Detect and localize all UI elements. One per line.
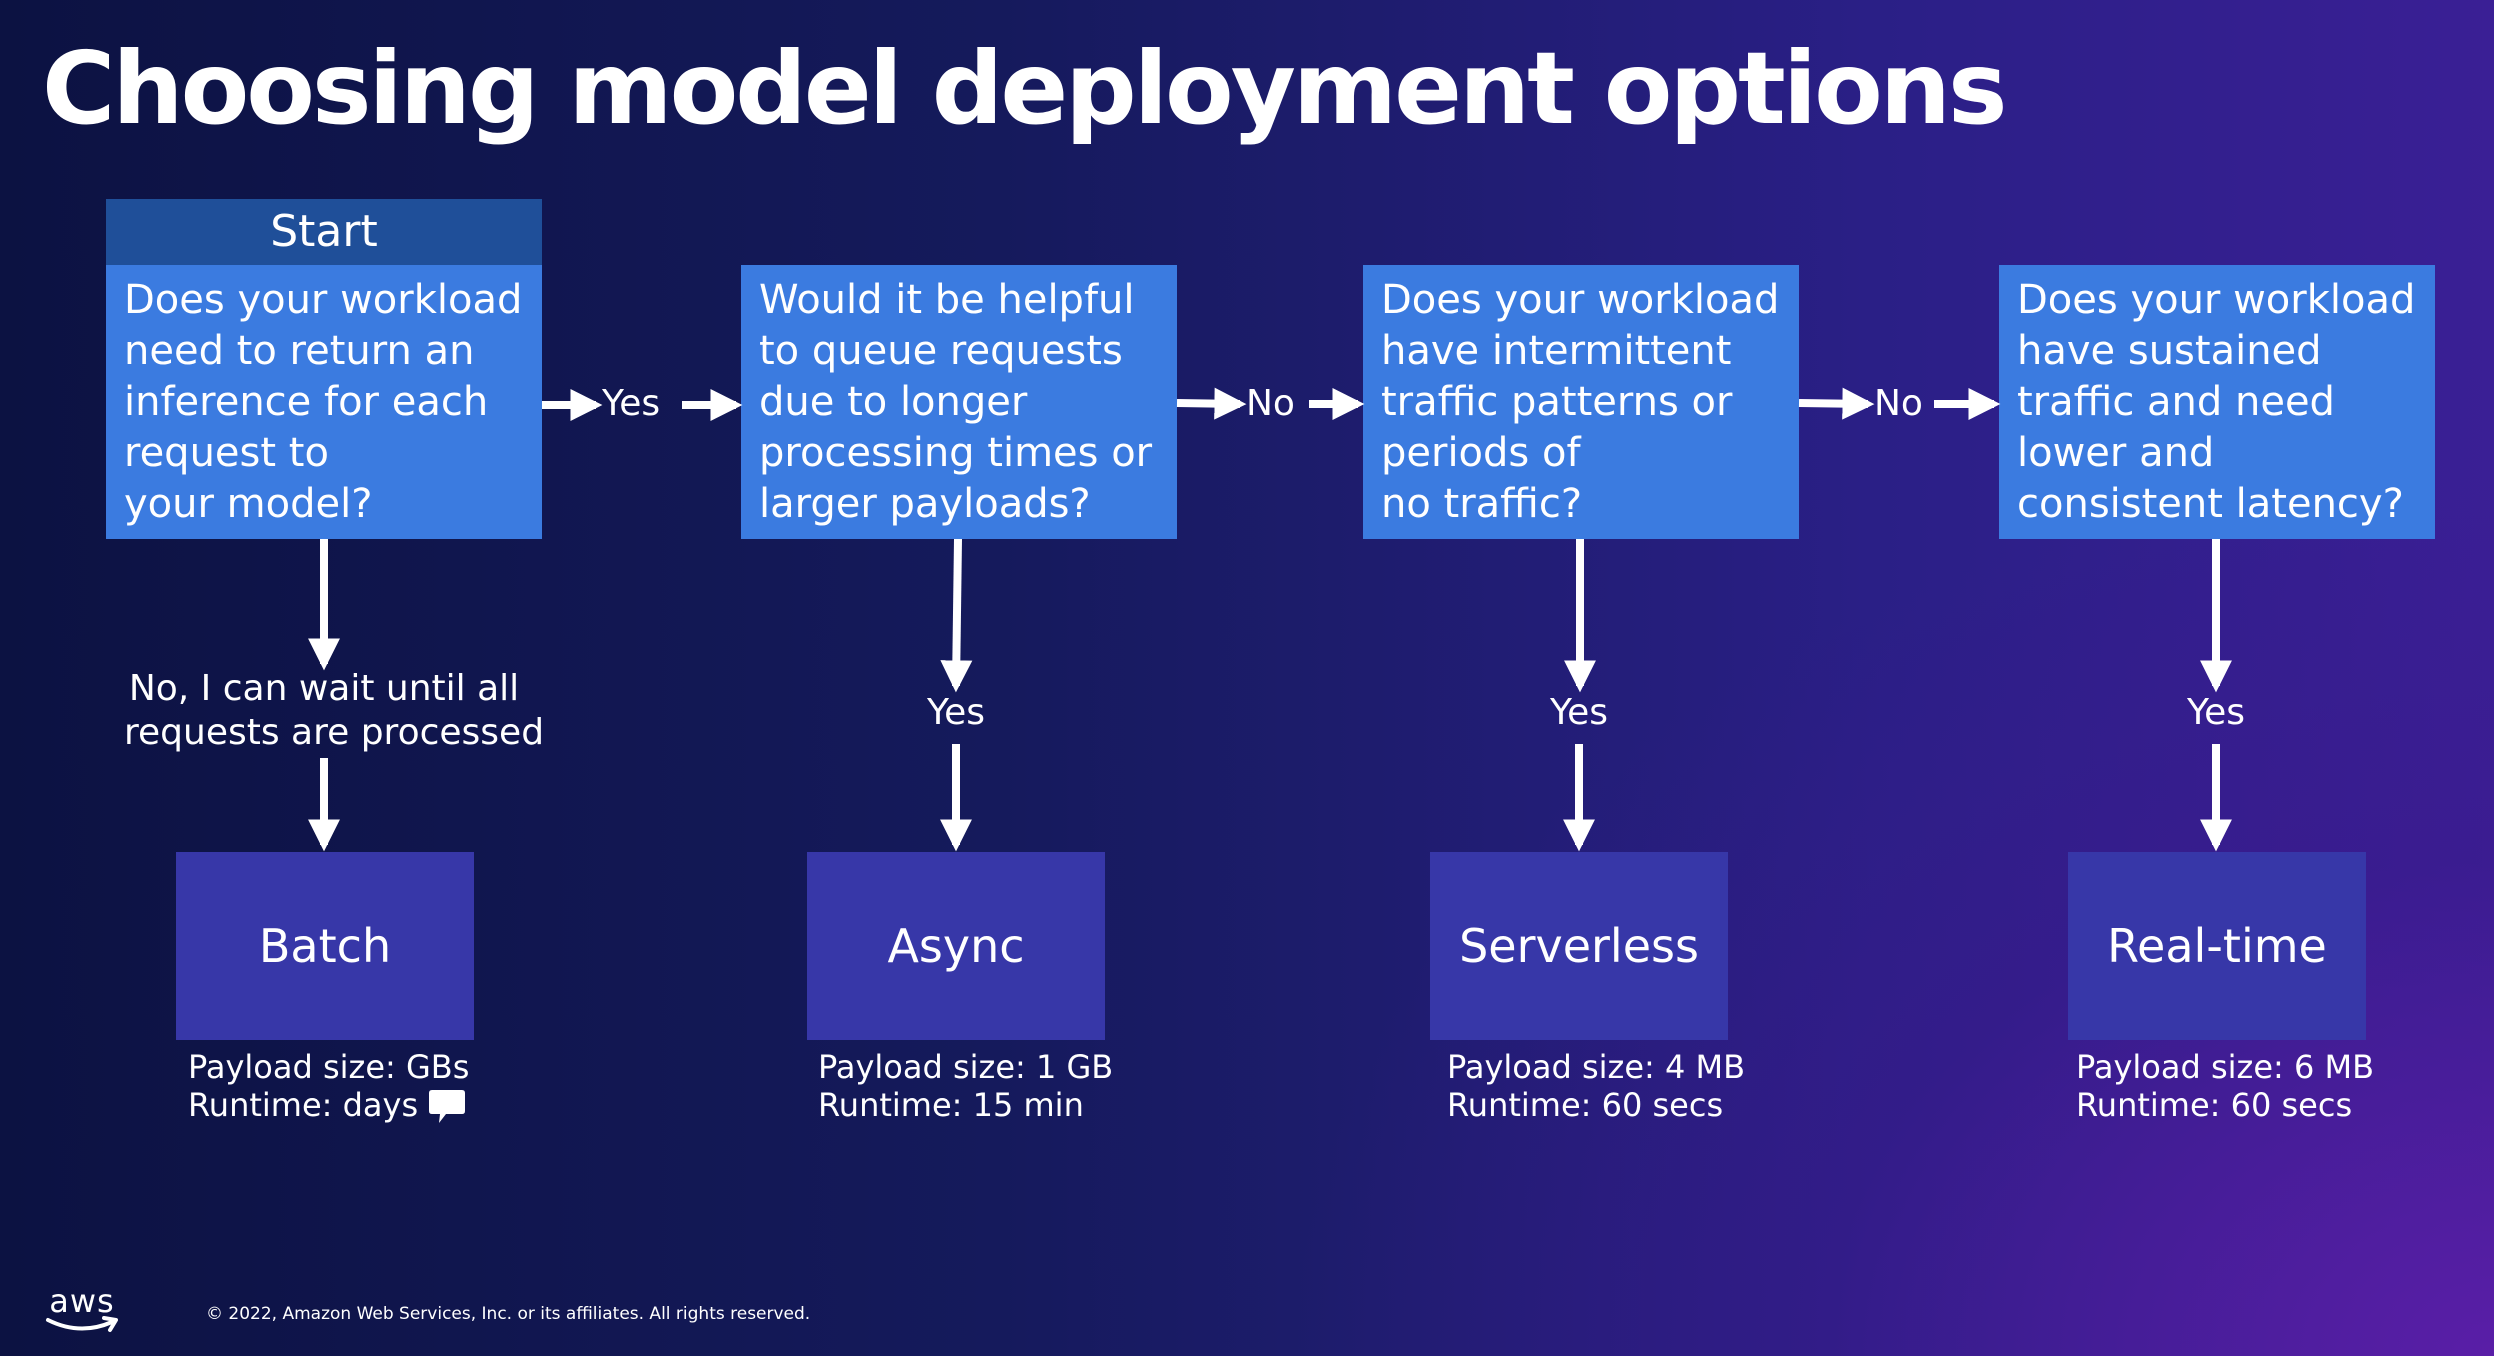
- question-line: your model?: [124, 481, 373, 527]
- question-line: processing times or: [759, 430, 1153, 476]
- runtime: Runtime: 60 secs: [1447, 1086, 1724, 1124]
- copyright-notice: © 2022, Amazon Web Services, Inc. or its…: [206, 1304, 811, 1324]
- question-line: request to: [124, 430, 329, 476]
- question-line: due to longer: [759, 379, 1028, 425]
- label-yes-async: Yes: [926, 692, 986, 733]
- question-box-sustained-traffic: Does your workload have sustained traffi…: [1999, 265, 2435, 539]
- arrow-q2-down: [940, 538, 973, 693]
- label-no-can-wait-line: requests are processed: [124, 712, 545, 753]
- question-line: have sustained: [2017, 328, 2322, 374]
- label-no-queue-requests: No: [1246, 383, 1295, 424]
- label-yes-serverless: Yes: [1549, 692, 1609, 733]
- start-label: Start: [106, 199, 542, 265]
- question-line: larger payloads?: [759, 481, 1091, 527]
- question-line: no traffic?: [1381, 481, 1583, 527]
- payload-size: Payload size: GBs: [188, 1048, 470, 1086]
- runtime: Runtime: 60 secs: [2076, 1086, 2353, 1124]
- option-info-real-time: Payload size: 6 MB Runtime: 60 secs: [2076, 1048, 2374, 1124]
- runtime-row: Runtime: days: [188, 1086, 469, 1127]
- question-line: have intermittent: [1381, 328, 1732, 374]
- label-no-can-wait: No, I can wait until all requests are pr…: [124, 667, 545, 755]
- option-box-async: Async: [807, 852, 1105, 1040]
- question-line: traffic patterns or: [1381, 379, 1733, 425]
- arrow-q2-to-no: [1176, 387, 1247, 420]
- question-line: periods of: [1381, 430, 1581, 476]
- arrow-q3-to-no: [1798, 387, 1875, 420]
- option-info-serverless: Payload size: 4 MB Runtime: 60 secs: [1447, 1048, 1745, 1124]
- payload-size: Payload size: 1 GB: [818, 1048, 1114, 1086]
- question-line: inference for each: [124, 379, 489, 425]
- aws-logo: aws: [42, 1284, 122, 1340]
- payload-size: Payload size: 4 MB: [1447, 1048, 1746, 1086]
- option-box-serverless: Serverless: [1430, 852, 1728, 1040]
- label-no-intermittent-traffic: No: [1874, 383, 1923, 424]
- question-box-queue-requests: Would it be helpful to queue requests du…: [741, 265, 1177, 539]
- label-no-can-wait-line: No, I can wait until all: [128, 668, 520, 709]
- aws-smile-icon: [46, 1316, 118, 1332]
- label-yes-real-time: Yes: [2186, 692, 2246, 733]
- question-line: need to return an: [124, 328, 475, 374]
- question-line: lower and: [2017, 430, 2215, 476]
- runtime: Runtime: days: [188, 1086, 419, 1124]
- option-box-real-time: Real-time: [2068, 852, 2366, 1040]
- question-line: to queue requests: [759, 328, 1123, 374]
- payload-size: Payload size: 6 MB: [2076, 1048, 2375, 1086]
- question-line: traffic and need: [2017, 379, 2335, 425]
- question-line: Does your workload: [1381, 277, 1780, 323]
- runtime: Runtime: 15 min: [818, 1086, 1084, 1124]
- question-line: Does your workload: [124, 277, 523, 323]
- aws-logo-text: aws: [49, 1282, 115, 1320]
- question-line: Does your workload: [2017, 277, 2416, 323]
- page-title: Choosing model deployment options: [42, 30, 2008, 147]
- comment-icon[interactable]: [428, 1087, 466, 1127]
- question-line: Would it be helpful: [759, 277, 1135, 323]
- option-info-async: Payload size: 1 GB Runtime: 15 min: [818, 1048, 1113, 1124]
- option-box-batch: Batch: [176, 852, 474, 1040]
- option-info-batch: Payload size: GBs Runtime: days: [188, 1048, 469, 1127]
- question-line: consistent latency?: [2017, 481, 2404, 527]
- question-box-return-inference: Does your workload need to return an inf…: [106, 265, 542, 539]
- question-box-intermittent-traffic: Does your workload have intermittent tra…: [1363, 265, 1799, 539]
- label-yes-return-inference: Yes: [602, 383, 661, 424]
